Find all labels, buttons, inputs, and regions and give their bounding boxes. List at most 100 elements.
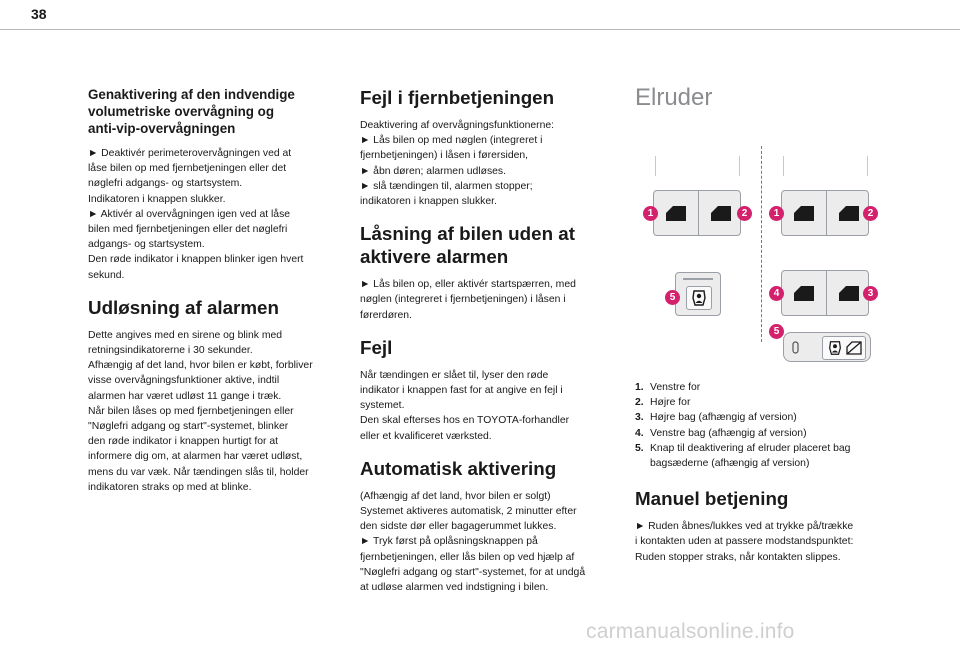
text-line: indikatoren straks op med at blinke. [88, 481, 252, 493]
column-middle: Fejl i fjernbetjeningen Deaktivering af … [360, 86, 622, 595]
heading-line: Låsning af bilen uden at [360, 223, 575, 245]
text-line: låse bilen op med fjernbetjeningen eller… [88, 163, 287, 175]
text-line: Når bilen låses op med fjernbetjeningen … [88, 405, 294, 417]
callout-badge-4: 4 [769, 286, 784, 301]
text-line: informere dig om, at alarmen har været u… [88, 451, 303, 463]
section-title-elruder: Elruder [635, 84, 713, 111]
watermark: carmanualsonline.info [586, 620, 795, 643]
paragraph-udloesning: Dette angives med en sirene og blink med… [88, 328, 346, 495]
column-right: Elruder 1 2 [635, 84, 897, 565]
text-line: i kontakten uden at passere modstandspun… [635, 536, 854, 548]
legend-text: Højre bag (afhængig af version) [650, 412, 797, 424]
text-line: nøglefri adgangs- og startsystem. [88, 178, 243, 190]
text-line: alarmen har været udløst 11 gange i træk… [88, 390, 282, 402]
text-line: Når tændingen er slået til, lyser den rø… [360, 369, 549, 381]
switch-front-right-alt[interactable] [826, 191, 870, 235]
text-line: ► Deaktivér perimeterovervågningen ved a… [88, 148, 292, 159]
child-lock-icon [692, 290, 706, 306]
text-line: systemet. [360, 400, 405, 412]
text-line: adgangs- og startsystem. [88, 239, 205, 251]
legend-text: Højre for [650, 397, 691, 409]
text-line: visse overvågningsfunktioner aktive, ind… [88, 375, 280, 387]
text-line: fjernbetjeningen, eller lås bilen op ved… [360, 551, 575, 563]
text-line: ► Lås bilen op med nøglen (integreret i [360, 135, 543, 147]
paragraph-fejl-fjernbetjening: Deaktivering af overvågningsfunktionerne… [360, 118, 622, 209]
callout-badge-2: 2 [863, 206, 878, 221]
child-lock-icon [828, 341, 841, 355]
text-line: nøglen (integreret i fjernbetjeningen) i… [360, 294, 566, 306]
callout-badge-1: 1 [769, 206, 784, 221]
figure-legend: 1. Venstre for 2. Højre for 3. Højre bag… [635, 380, 897, 471]
legend-item-5: 5. Knap til deaktivering af elruder plac… [635, 441, 897, 471]
rear-switch-panel [781, 270, 869, 316]
front-switch-panel-left [653, 190, 741, 236]
text-line: førerdøren. [360, 309, 412, 321]
legend-item-3: 3. Højre bag (afhængig af version) [635, 410, 897, 425]
text-line: Den skal efterses hos en TOYOTA-forhandl… [360, 415, 570, 427]
window-controls-figure: 1 2 5 1 2 [635, 118, 897, 362]
switch-front-right[interactable] [698, 191, 742, 235]
callout-badge-1: 1 [643, 206, 658, 221]
window-switch-icon [794, 205, 814, 221]
legend-text: bagsæderne (afhængig af version) [650, 458, 810, 470]
window-switch-icon [838, 285, 859, 301]
text-line: at udløse alarmen ved indstigning i bile… [360, 582, 549, 594]
text-line: Indikatoren i knappen slukker. [88, 193, 226, 205]
heading-manuel-betjening: Manuel betjening [635, 488, 789, 510]
window-lock-button[interactable] [822, 336, 866, 360]
callout-badge-3: 3 [863, 286, 878, 301]
paragraph-laasning: ► Lås bilen op, eller aktivér startspærr… [360, 277, 622, 323]
paragraph-manuel-betjening: ► Ruden åbnes/lukkes ved at trykke på/tr… [635, 519, 897, 565]
callout-badge-5: 5 [665, 290, 680, 305]
legend-text: Knap til deaktivering af elruder placere… [650, 442, 851, 454]
switch-front-left[interactable] [654, 191, 698, 235]
figure-divider [761, 146, 762, 342]
legend-number: 3. [635, 412, 644, 424]
text-line: Afhængig af det land, hvor bilen er købt… [88, 360, 313, 372]
window-switch-icon [794, 285, 814, 301]
switch-rear-left[interactable] [782, 271, 826, 315]
heading-genaktivering: Genaktivering af den indvendige volumetr… [88, 86, 346, 137]
text-line: den sidste dør eller bagagerummet lukkes… [360, 521, 557, 533]
heading-line: Genaktivering af den indvendige [88, 87, 295, 102]
text-line: ► Ruden åbnes/lukkes ved at trykke på/tr… [635, 521, 854, 533]
column-left: Genaktivering af den indvendige volumetr… [88, 86, 346, 495]
text-line: ► Lås bilen op, eller aktivér startspærr… [360, 279, 576, 291]
text-line: bilen med fjernbetjeningen eller det nøg… [88, 224, 288, 236]
legend-item-2: 2. Højre for [635, 395, 897, 410]
heading-fejl-fjernbetjening: Fejl i fjernbetjeningen [360, 87, 555, 108]
text-line: eller et kvalificeret værksted. [360, 430, 492, 442]
text-line: ► slå tændingen til, alarmen stopper; [360, 180, 533, 192]
text-line: indikatoren i knappen slukker. [360, 196, 497, 208]
heading-fejl: Fejl [360, 336, 393, 358]
text-line: "Nøglefri adgang og start"-systemet, bli… [88, 421, 289, 433]
text-line: Den røde indikator i knappen blinker ige… [88, 254, 304, 266]
text-line: "Nøglefri adgang og start"-systemet, for… [360, 566, 586, 578]
text-line: ► Aktivér al overvågningen igen ved at l… [88, 208, 291, 220]
indicator-light-icon [792, 341, 799, 354]
window-lock-bar [783, 332, 871, 362]
text-line: den røde indikator i knappen hurtigt for… [88, 436, 279, 448]
top-divider [0, 29, 960, 30]
window-switch-icon [838, 205, 859, 221]
text-line: Dette angives med en sirene og blink med [88, 329, 283, 341]
text-line: ► Tryk først på oplåsningsknappen på [360, 536, 538, 548]
text-line: mens du var væk. Når tændingen slås til,… [88, 466, 309, 478]
rear-lock-module [675, 272, 721, 316]
legend-number: 2. [635, 397, 644, 409]
callout-badge-2: 2 [737, 206, 752, 221]
text-line: indikator i knappen fast for at angive e… [360, 385, 563, 397]
legend-text: Venstre bag (afhængig af version) [650, 427, 807, 439]
text-line: ► åbn døren; alarmen udløses. [360, 165, 507, 177]
text-line: (Afhængig af det land, hvor bilen er sol… [360, 490, 551, 502]
text-line: Deaktivering af overvågningsfunktionerne… [360, 120, 555, 131]
child-lock-button[interactable] [686, 286, 712, 310]
legend-item-1: 1. Venstre for [635, 380, 897, 395]
switch-rear-right[interactable] [826, 271, 870, 315]
heading-line: volumetriske overvågning og [88, 104, 275, 119]
callout-badge-5: 5 [769, 324, 784, 339]
window-switch-icon [666, 205, 686, 221]
text-line: sekund. [88, 269, 125, 281]
switch-front-left-alt[interactable] [782, 191, 826, 235]
window-switch-icon [710, 205, 731, 221]
